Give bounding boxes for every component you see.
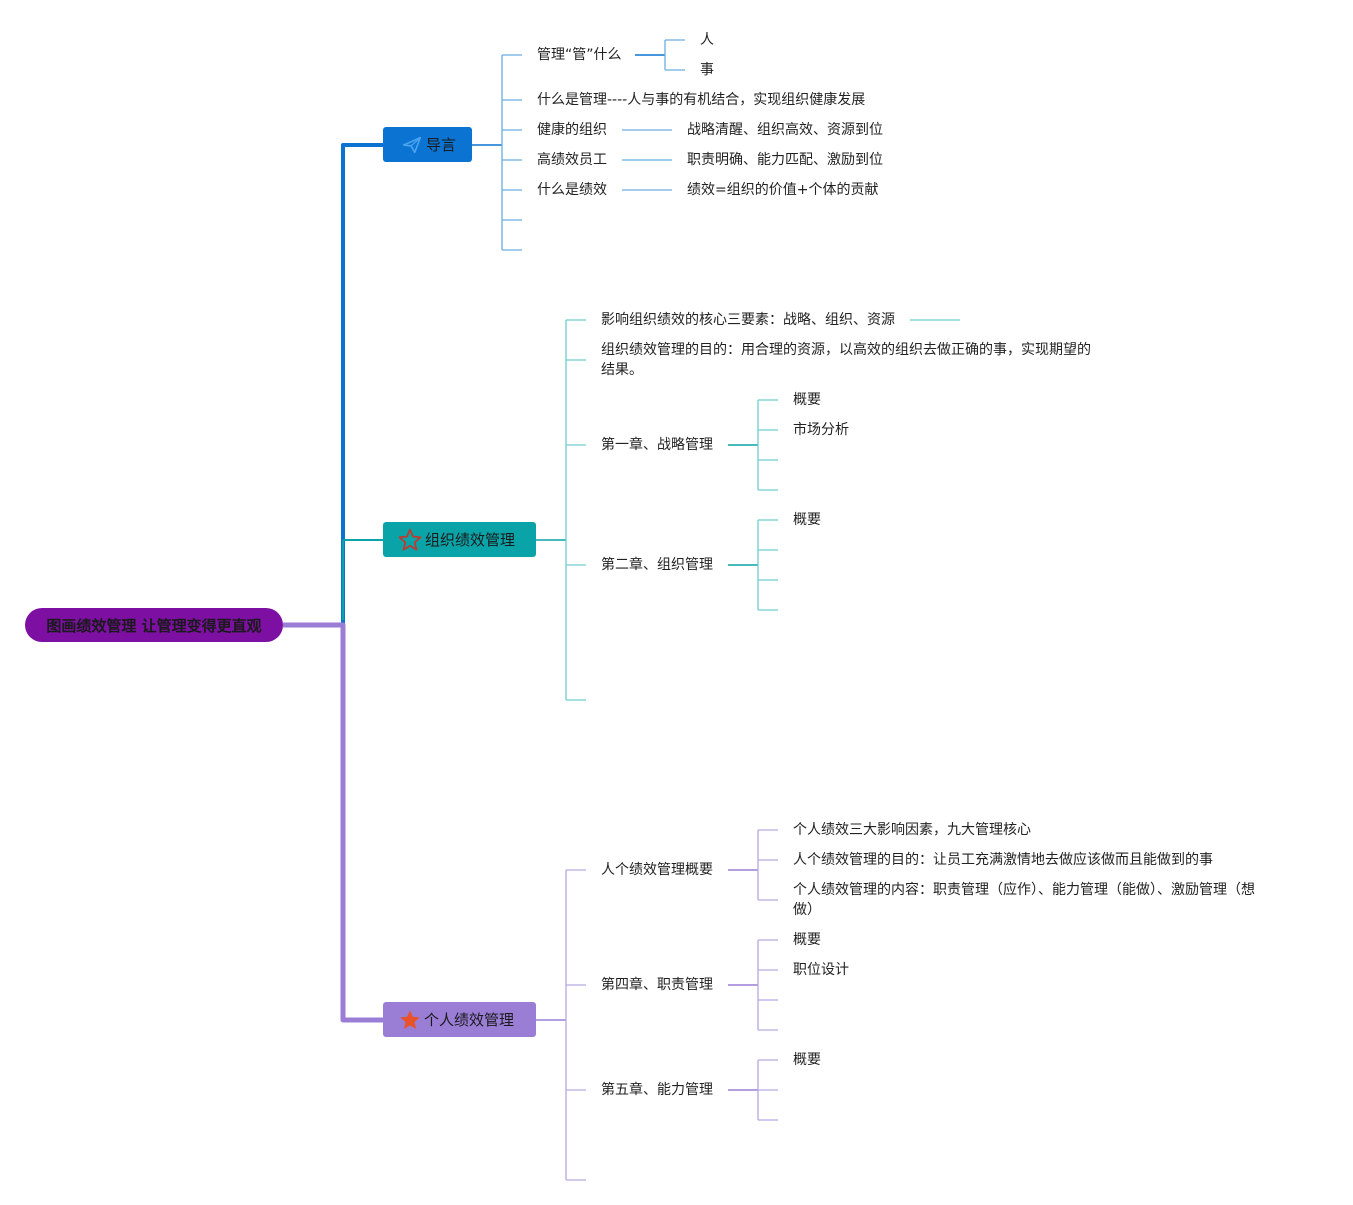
star-outline-icon (398, 528, 422, 551)
topic-guan-shi[interactable]: 事 (700, 62, 714, 78)
topic-what-is-management[interactable]: 什么是管理----人与事的有机结合，实现组织健康发展 (537, 92, 866, 108)
branch-intro-label: 导言 (426, 136, 457, 154)
topic-personal-overview[interactable]: 人个绩效管理概要 (601, 862, 713, 878)
topic-what-is-performance[interactable]: 什么是绩效 (537, 182, 607, 198)
topic-chapter-2[interactable]: 第二章、组织管理 (601, 557, 713, 573)
topic-chapter-1-market-analysis[interactable]: 市场分析 (793, 422, 849, 438)
topic-high-performer-desc[interactable]: 职责明确、能力匹配、激励到位 (687, 152, 883, 168)
topic-chapter-1-overview[interactable]: 概要 (793, 392, 821, 408)
branch-personal-label: 个人绩效管理 (424, 1011, 515, 1029)
root-topic-label: 图画绩效管理 让管理变得更直观 (46, 616, 262, 635)
topic-healthy-org-desc[interactable]: 战略清醒、组织高效、资源到位 (687, 122, 883, 138)
topic-chapter-4[interactable]: 第四章、职责管理 (601, 977, 713, 993)
topic-org-purpose[interactable]: 组织绩效管理的目的：用合理的资源，以高效的组织去做正确的事，实现期望的结果。 (601, 342, 1091, 378)
root-topic[interactable]: 图画绩效管理 让管理变得更直观 (25, 608, 283, 642)
star-filled-icon (400, 1010, 420, 1029)
branch-personal-performance[interactable]: 个人绩效管理 (383, 1002, 536, 1037)
paper-plane-icon (402, 136, 422, 153)
topic-chapter-2-overview[interactable]: 概要 (793, 512, 821, 528)
topic-chapter-4-job-design[interactable]: 职位设计 (793, 962, 849, 978)
topic-chapter-1[interactable]: 第一章、战略管理 (601, 437, 713, 453)
topic-core-factors[interactable]: 影响组织绩效的核心三要素：战略、组织、资源 (601, 312, 895, 328)
topic-chapter-5[interactable]: 第五章、能力管理 (601, 1082, 713, 1098)
topic-high-performer[interactable]: 高绩效员工 (537, 152, 607, 168)
topic-chapter-4-overview[interactable]: 概要 (793, 932, 821, 948)
topic-chapter-5-overview[interactable]: 概要 (793, 1052, 821, 1068)
topic-guan[interactable]: 管理“管”什么 (537, 47, 622, 63)
topic-guan-ren[interactable]: 人 (700, 32, 714, 48)
branch-intro[interactable]: 导言 (383, 127, 472, 162)
topic-what-is-performance-desc[interactable]: 绩效=组织的价值+个体的贡献 (687, 182, 879, 198)
branch-org-performance[interactable]: 组织绩效管理 (383, 522, 536, 557)
topic-healthy-org[interactable]: 健康的组织 (537, 122, 607, 138)
branch-org-label: 组织绩效管理 (425, 531, 516, 549)
topic-personal-content[interactable]: 个人绩效管理的内容：职责管理（应作）、能力管理（能做）、激励管理（想做） (793, 882, 1255, 918)
topic-personal-factors[interactable]: 个人绩效三大影响因素，九大管理核心 (793, 822, 1031, 838)
topic-personal-purpose[interactable]: 人个绩效管理的目的：让员工充满激情地去做应该做而且能做到的事 (793, 852, 1213, 868)
